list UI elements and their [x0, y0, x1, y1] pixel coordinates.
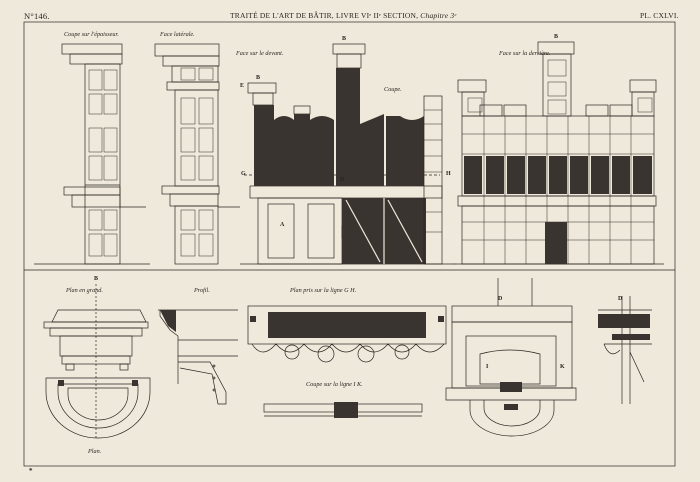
caption-coupe-epaisseur: Coupe sur l'épaisseur.	[64, 31, 119, 38]
caption-plan-gh: Plan pris sur la ligne G H.	[290, 287, 357, 294]
footer-mark: *	[29, 467, 33, 475]
caption-face-derriere: Face sur la derrière.	[499, 50, 551, 57]
letter-b-left: B	[256, 75, 261, 81]
caption-face-laterale: Face latérale.	[160, 31, 195, 38]
letter-d-plan: D	[498, 296, 503, 302]
letter-h: H	[446, 171, 451, 177]
plan-gh-drawing	[247, 305, 447, 363]
profile-dark-mark	[160, 310, 176, 332]
plate-reference: PL. CXLVI.	[640, 11, 679, 20]
section-ik-dark-fill	[334, 402, 358, 418]
plan-gh-dark-fill	[250, 312, 444, 338]
detail-plan-drawing	[445, 278, 577, 437]
letter-a: A	[280, 222, 285, 228]
letter-k: K	[560, 364, 565, 370]
caption-plan: Plan.	[88, 448, 102, 455]
caption-coupe-ik: Coupe sur la ligne I K.	[306, 381, 363, 388]
letter-b-rear: B	[554, 34, 559, 40]
plate-title: TRAITÉ DE L'ART DE BÂTIR, LIVRE VIᵉ IIᵉ …	[230, 11, 456, 20]
letter-e: E	[240, 83, 245, 89]
coupe-tower	[423, 95, 443, 265]
rear-face-dark-panels	[464, 156, 652, 264]
detail-plan-dark-marks	[500, 382, 522, 410]
caption-face-devant: Face sur le devant.	[236, 50, 284, 57]
letter-g: G	[241, 171, 246, 177]
front-face-dark-panels	[254, 68, 426, 264]
plan-dark-marks	[58, 380, 138, 386]
plate-chapter: Chapitre 3ᵉ	[420, 11, 457, 20]
letter-d-front: D	[340, 177, 345, 183]
letter-b-plan: B	[94, 276, 99, 282]
letter-d-detail: D	[618, 296, 623, 302]
letter-b-top: B	[342, 36, 347, 42]
detail-elevation-dark-fill	[598, 314, 650, 340]
caption-profil: Profil.	[194, 287, 210, 294]
plan-large-drawing	[43, 284, 151, 440]
coupe-brace-lines	[345, 198, 423, 264]
side-face-drawing	[154, 43, 240, 265]
letter-i: I	[486, 364, 489, 370]
plate-number: N°146.	[24, 11, 50, 21]
caption-coupe: Coupe.	[384, 86, 402, 93]
section-thickness-drawing	[34, 43, 150, 265]
detail-elevation-drawing	[598, 296, 652, 404]
plate-frame	[23, 21, 676, 467]
caption-plan-grand: Plan en grand.	[66, 287, 103, 294]
plate-title-text: TRAITÉ DE L'ART DE BÂTIR, LIVRE VIᵉ IIᵉ …	[230, 11, 419, 20]
